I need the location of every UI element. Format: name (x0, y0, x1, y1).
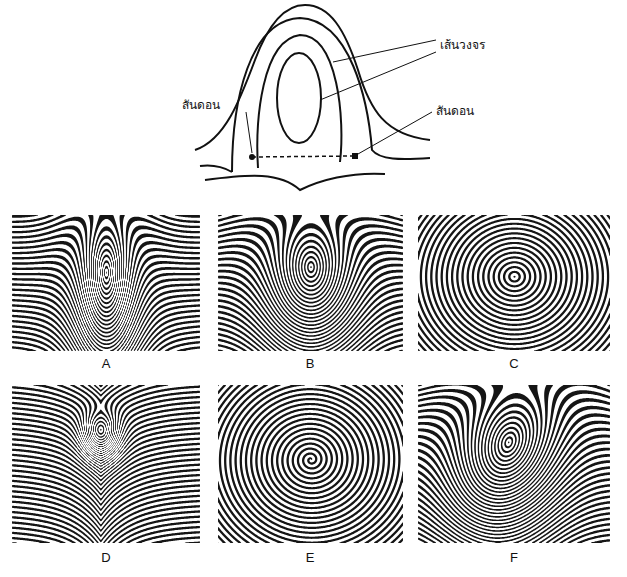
fingerprint-image (418, 385, 610, 543)
panel-letter: F (510, 550, 518, 566)
outer-ridge (195, 5, 430, 150)
fingerprint-ground (418, 385, 610, 543)
core-mark (352, 153, 358, 159)
fingerprint-ridges (218, 215, 403, 351)
fingerprint-ground (218, 385, 403, 543)
fingerprint-ridges (218, 385, 403, 543)
lower-ridge (205, 174, 385, 190)
fingerprint-ridges (418, 385, 610, 543)
loop-schematic (195, 5, 430, 190)
panel-letter: E (306, 550, 315, 566)
fingerprint-ground (12, 215, 200, 351)
lower-ridge (200, 165, 232, 172)
fingerprint-image (12, 385, 200, 543)
fingerprint-ground (12, 385, 200, 543)
fingerprint-ground (218, 215, 403, 351)
leader-line (358, 112, 432, 154)
leader-line (320, 52, 436, 100)
panel-letter: A (102, 356, 111, 372)
fingerprint-ridges (12, 215, 200, 351)
ridge-count-line (252, 156, 355, 157)
panel-letter: D (101, 550, 110, 566)
panel-letter: B (306, 356, 315, 372)
leader-line (246, 112, 252, 153)
fingerprint-ridges (418, 215, 610, 351)
part-label: สันดอน (182, 98, 220, 112)
panel-letter: C (509, 356, 518, 372)
fingerprint-ground (418, 215, 610, 351)
loop-ridge (257, 35, 341, 168)
fingerprint-image (418, 215, 610, 351)
delta-dot (249, 154, 255, 160)
fingerprint-image (218, 385, 403, 543)
fingerprint-image (12, 215, 200, 351)
leader-lines (246, 40, 436, 154)
part-label: เส้นวงจร (440, 38, 485, 52)
inner-loop (277, 53, 321, 143)
part-label: สันดอน (436, 104, 474, 118)
fingerprint-image (218, 215, 403, 351)
fingerprint-ridges (12, 385, 200, 543)
